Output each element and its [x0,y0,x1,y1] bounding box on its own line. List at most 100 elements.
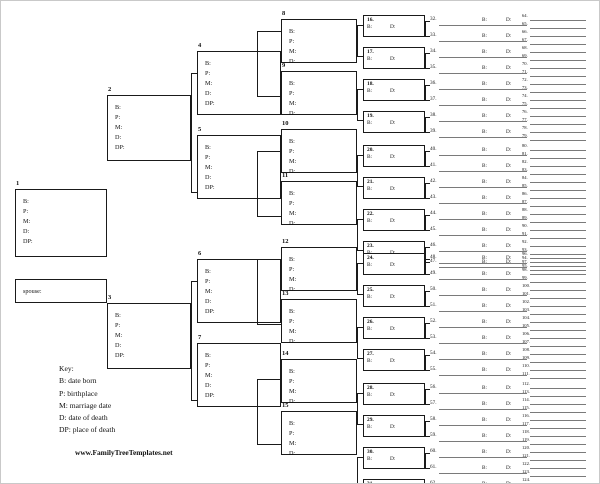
line-number[interactable]: 57. [430,400,437,406]
write-in-rule[interactable] [439,374,527,376]
field-label[interactable]: M: [289,328,297,336]
field-label[interactable]: D: [205,90,212,98]
write-in-rule[interactable] [530,149,586,151]
generation-connector[interactable] [425,117,430,133]
field-label[interactable]: M: [205,164,213,172]
person-fields[interactable]: B:P:M:D: [289,79,296,119]
person-box-9[interactable] [281,71,357,115]
write-in-rule[interactable] [439,408,527,410]
ancestor-line-82[interactable]: 82. [522,159,592,167]
line-number[interactable]: 104. [522,315,531,320]
field-label-d[interactable]: D: [506,226,512,233]
ancestor-line-52[interactable]: 52.B:D: [430,318,530,328]
write-in-rule[interactable] [530,67,586,69]
field-label-b[interactable]: B: [482,400,487,407]
field-label[interactable]: P: [289,318,295,326]
line-number[interactable]: 38. [430,112,437,118]
line-number[interactable]: 94. [522,255,528,260]
ancestor-line-124[interactable]: 124. [522,477,592,483]
write-in-rule[interactable] [439,56,527,58]
write-in-rule[interactable] [530,273,586,275]
ancestor-line-102[interactable]: 102. [522,299,592,307]
box-number[interactable]: 1 [16,180,20,187]
line-number[interactable]: 78. [522,125,528,130]
field-label[interactable]: D: [115,134,122,142]
line-number[interactable]: 116. [522,413,530,418]
write-in-rule[interactable] [530,75,586,77]
field-label[interactable]: P: [205,70,211,78]
ancestor-line-92[interactable]: 92. [522,239,592,247]
write-in-rule[interactable] [530,459,586,461]
line-number[interactable]: 61. [430,464,437,470]
line-number[interactable]: 91. [522,231,528,236]
line-number[interactable]: 42. [430,178,437,184]
field-label-b[interactable]: B: [367,423,373,430]
ancestor-line-86[interactable]: 86. [522,191,592,199]
ancestor-line-48[interactable]: 48.B:D: [430,254,530,264]
field-label[interactable]: B: [289,80,295,87]
write-in-rule[interactable] [530,237,586,239]
line-number[interactable]: 52. [430,318,437,324]
person-box-12[interactable] [281,247,357,291]
ancestor-line-95[interactable]: 95. [522,263,592,271]
ancestor-line-47[interactable]: 47.B:D: [430,258,530,268]
field-label[interactable]: M: [115,124,123,132]
footer-url[interactable]: www.FamilyTreeTemplates.net [75,448,173,457]
write-in-rule[interactable] [439,326,527,328]
line-number[interactable]: 105. [522,323,531,328]
person-box-2[interactable] [107,95,191,161]
field-label-d[interactable]: D: [390,293,396,300]
line-number[interactable]: 68. [522,45,528,50]
field-label-d[interactable]: D: [506,254,512,261]
person-fields[interactable]: B:P:M:D: [289,27,296,67]
field-label[interactable]: B: [205,352,211,359]
generation-connector[interactable] [357,25,363,57]
field-label[interactable]: B: [289,256,295,263]
write-in-rule[interactable] [439,392,527,394]
field-label-d[interactable]: D: [506,384,512,391]
line-number[interactable]: 106. [522,331,531,336]
ancestor-line-104[interactable]: 104. [522,315,592,323]
field-label-d[interactable]: D: [506,270,512,277]
person-fields[interactable]: B:P:M:D: [289,189,296,229]
line-number[interactable]: 67. [522,37,528,42]
key-entry[interactable]: D: date of death [59,413,108,423]
write-in-rule[interactable] [530,387,586,389]
person-fields[interactable]: B:P:M:D: [289,255,296,295]
ancestor-line-42[interactable]: 42.B:D: [430,178,530,188]
person-fields[interactable]: B:P:M:D: [289,419,296,459]
box-number[interactable]: 4 [198,42,202,49]
spouse-box[interactable] [15,279,107,303]
box-number[interactable]: 29. [367,416,374,423]
generation-connector[interactable] [425,259,430,275]
write-in-rule[interactable] [439,472,527,474]
ancestor-line-103[interactable]: 103. [522,307,592,315]
line-number[interactable]: 90. [522,223,528,228]
generation-connector[interactable] [425,21,430,37]
line-number[interactable]: 58. [430,416,437,422]
generation-connector[interactable] [191,281,197,401]
write-in-rule[interactable] [439,218,527,220]
write-in-rule[interactable] [530,205,586,207]
line-number[interactable]: 75. [522,101,528,106]
field-label[interactable]: B: [115,104,121,111]
line-number[interactable]: 115. [522,405,530,410]
write-in-rule[interactable] [530,59,586,61]
field-label-d[interactable]: D: [506,432,512,439]
field-label-d[interactable]: D: [390,250,395,256]
field-label[interactable]: P: [23,208,29,216]
write-in-rule[interactable] [530,107,586,109]
person-box-30[interactable]: 30.B:D: [363,447,425,469]
line-number[interactable]: 120. [522,445,531,450]
write-in-rule[interactable] [439,310,527,312]
write-in-rule[interactable] [439,170,527,172]
field-label[interactable]: D: [23,228,30,236]
line-number[interactable]: 47. [430,258,437,264]
write-in-rule[interactable] [439,456,527,458]
field-label[interactable]: M: [289,440,297,448]
ancestor-line-114[interactable]: 114. [522,397,592,405]
ancestor-line-77[interactable]: 77. [522,117,592,125]
ancestor-line-101[interactable]: 101. [522,291,592,299]
line-number[interactable]: 101. [522,291,531,296]
write-in-rule[interactable] [530,451,586,453]
